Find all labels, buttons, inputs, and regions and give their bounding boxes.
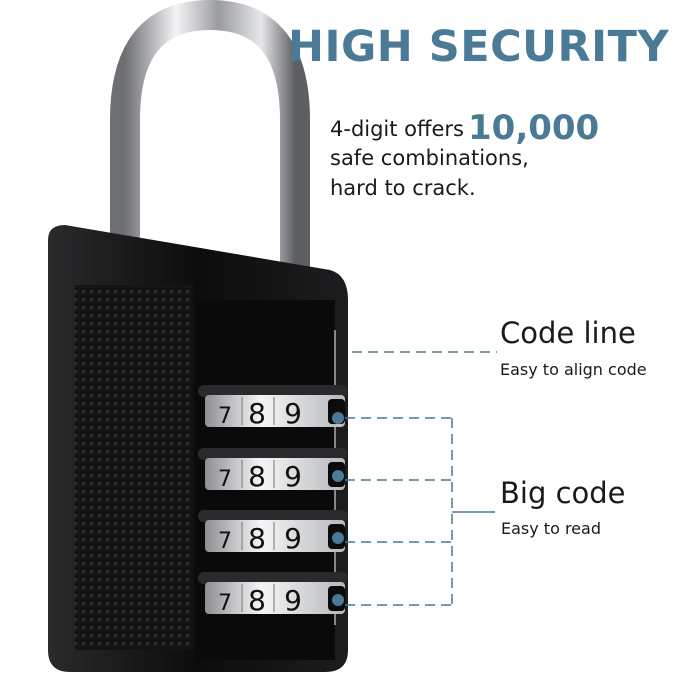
- dial-digit: 8: [248, 522, 266, 555]
- dial-digit: 8: [248, 584, 266, 617]
- dial-digit: 9: [284, 397, 302, 430]
- description-line-3: hard to crack.: [330, 176, 476, 200]
- dial-digit: 7: [218, 591, 232, 616]
- grip-texture: [75, 285, 193, 650]
- callout-lines: [345, 351, 497, 606]
- dial-digit: 7: [218, 404, 232, 429]
- callout-code-line-title: Code line: [500, 316, 636, 350]
- alignment-marker: [332, 412, 344, 424]
- dial-digit: 8: [248, 397, 266, 430]
- combination-count: 10,000: [468, 108, 600, 148]
- callout-big-code-title: Big code: [500, 476, 626, 510]
- alignment-marker: [332, 532, 344, 544]
- description-prefix: 4-digit offers: [330, 117, 464, 141]
- alignment-marker: [332, 470, 344, 482]
- dial-ring[interactable]: [205, 520, 345, 552]
- dial-digit: 8: [248, 460, 266, 493]
- shackle: [110, 0, 310, 300]
- dial-ring[interactable]: [205, 395, 345, 427]
- dial-digit: 9: [284, 460, 302, 493]
- dial-digit: 9: [284, 584, 302, 617]
- dial-digit: 7: [218, 467, 232, 492]
- alignment-marker: [332, 594, 344, 606]
- dial-ring[interactable]: [205, 582, 345, 614]
- dial-ring[interactable]: [205, 458, 345, 490]
- dial-digit: 7: [218, 529, 232, 554]
- dial-digit: 9: [284, 522, 302, 555]
- headline: HIGH SECURITY: [288, 22, 670, 72]
- callout-code-line-subtitle: Easy to align code: [500, 360, 647, 379]
- description-line-2: safe combinations,: [330, 146, 529, 170]
- callout-big-code-subtitle: Easy to read: [501, 519, 601, 538]
